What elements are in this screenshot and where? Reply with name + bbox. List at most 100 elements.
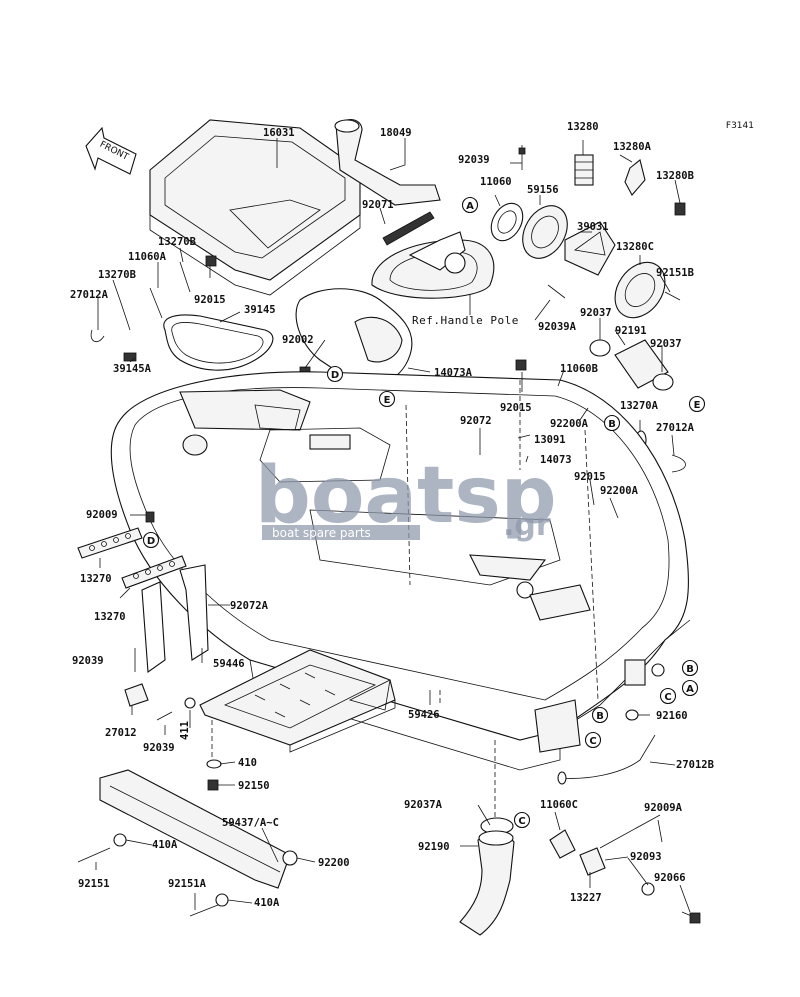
clip-set-part (574, 154, 686, 216)
label-92037: 92037 (650, 338, 682, 350)
ref-handle-pole: Ref.Handle Pole (412, 314, 519, 327)
callout-e: E (378, 390, 396, 408)
svg-text:B: B (608, 419, 616, 430)
label-92151a: 92151A (168, 878, 207, 890)
vent-hose-part (589, 339, 674, 391)
label-92037: 92037 (580, 307, 612, 319)
callout-d: D (326, 365, 344, 383)
label-27012a: 27012A (70, 289, 109, 301)
svg-text:C: C (518, 816, 525, 827)
label-39145a: 39145A (113, 363, 152, 375)
vent-flange-part (522, 205, 568, 259)
label-92002: 92002 (282, 334, 314, 346)
label-59446: 59446 (213, 658, 245, 670)
callout-c: C (659, 687, 677, 705)
storage-tray-part (149, 119, 361, 296)
label-92039a: 92039A (538, 321, 577, 333)
label-92160: 92160 (656, 710, 688, 722)
gasket-part (163, 314, 274, 371)
outlet-flange-part (614, 261, 681, 319)
label-59156: 59156 (527, 184, 559, 196)
label-92039: 92039 (458, 154, 490, 166)
part-labels: 16031 18049 92039 11060 59156 13280 1328… (70, 121, 714, 909)
svg-text:C: C (589, 736, 596, 747)
bracket-hardware-left (124, 648, 173, 721)
breather-hose-part (334, 119, 441, 206)
label-92015: 92015 (194, 294, 226, 306)
label-27012b: 27012B (676, 759, 714, 771)
callout-b: B (681, 659, 699, 677)
vent-cover-part (564, 221, 616, 276)
svg-text:E: E (694, 400, 701, 411)
callout-a: A (461, 196, 479, 214)
front-arrow-icon: FRONT (85, 126, 137, 175)
label-13280b: 13280B (656, 170, 694, 182)
drain-fittings (549, 819, 701, 924)
label-92151: 92151 (78, 878, 110, 890)
svg-text:C: C (664, 692, 671, 703)
watermark-tld: .gr (503, 508, 551, 543)
svg-text:D: D (331, 370, 339, 381)
label-13270: 13270 (80, 573, 112, 585)
label-13270b: 13270B (158, 236, 196, 248)
label-39145: 39145 (244, 304, 276, 316)
handle-pole-plate-part (371, 231, 495, 299)
label-92072a: 92072A (230, 600, 269, 612)
label-92071: 92071 (362, 199, 394, 211)
drain-hose-part (459, 817, 515, 936)
label-59437: 59437/A~C (222, 817, 279, 829)
label-14073: 14073 (540, 454, 572, 466)
label-92037a: 92037A (404, 799, 443, 811)
label-13270: 13270 (94, 611, 126, 623)
callout-c: C (584, 731, 602, 749)
label-411: 411 (179, 721, 191, 740)
svg-text:A: A (686, 684, 694, 695)
label-16031: 16031 (263, 127, 295, 139)
callout-b: B (591, 706, 609, 724)
label-92191: 92191 (615, 325, 647, 337)
assembly-guide-lines (211, 380, 599, 820)
top-bolt-part (518, 145, 526, 170)
callout-a: A (681, 679, 699, 697)
label-92009: 92009 (86, 509, 118, 521)
callout-b: B (603, 414, 621, 432)
svg-text:B: B (686, 664, 694, 675)
label-11060a: 11060A (128, 251, 167, 263)
label-13227: 13227 (570, 892, 602, 904)
svg-text:A: A (466, 201, 474, 212)
watermark-subtitle: boat spare parts (272, 526, 371, 540)
label-92200a: 92200A (600, 485, 639, 497)
callout-circles: A E D E B D B A C B C C (142, 196, 706, 829)
label-11060: 11060 (480, 176, 512, 188)
callout-e: E (688, 395, 706, 413)
svg-text:E: E (384, 395, 391, 406)
label-11060b: 11060B (560, 363, 598, 375)
label-13091: 13091 (534, 434, 566, 446)
label-410a: 410A (254, 897, 280, 909)
watermark-band (262, 525, 420, 540)
label-92015: 92015 (574, 471, 606, 483)
label-92066: 92066 (654, 872, 686, 884)
intake-grille-part (295, 288, 413, 386)
label-92150: 92150 (238, 780, 270, 792)
label-13280c: 13280C (616, 241, 654, 253)
label-13270b: 13270B (98, 269, 136, 281)
watermark-logo: boatsp .gr boat spare parts (255, 451, 557, 543)
label-92039: 92039 (143, 742, 175, 754)
pin-part (547, 284, 566, 299)
leader-lines (95, 138, 691, 913)
main-hull-part (110, 371, 691, 771)
label-13270a: 13270A (620, 400, 659, 412)
label-410: 410 (238, 757, 257, 769)
label-14073a: 14073A (434, 367, 473, 379)
callout-d: D (142, 531, 160, 549)
callout-c: C (513, 811, 531, 829)
label-59426: 59426 (408, 709, 440, 721)
strap-plates-left (77, 511, 209, 674)
ride-plate-part (199, 649, 396, 753)
label-39031: 39031 (577, 221, 609, 233)
label-27012a: 27012A (656, 422, 695, 434)
label-92200a: 92200A (550, 418, 589, 430)
